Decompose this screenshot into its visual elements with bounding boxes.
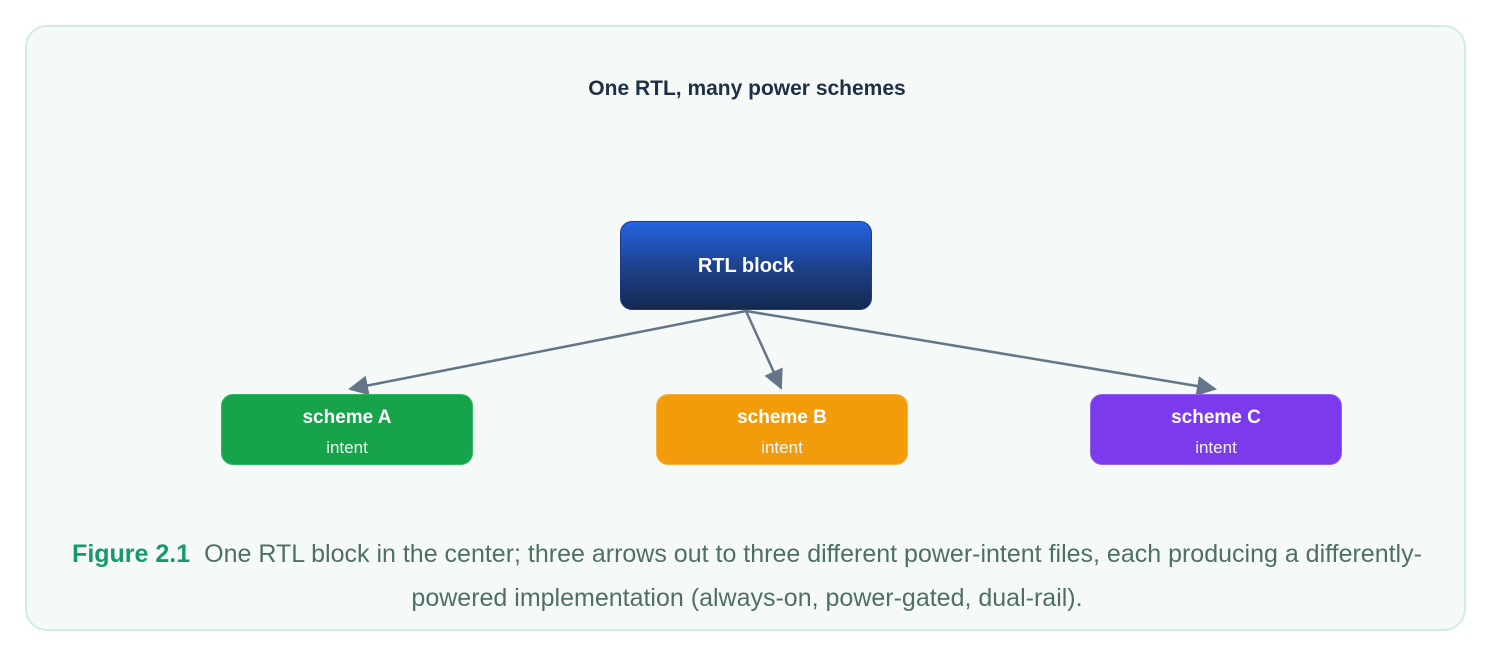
arrow-to-scheme-c xyxy=(745,309,1217,396)
scheme-a-sublabel: intent xyxy=(326,438,368,457)
scheme-a-node: scheme A intent xyxy=(221,394,473,465)
arrow-to-scheme-a xyxy=(348,309,747,396)
figure-caption: Figure 2.1 One RTL block in the center; t… xyxy=(60,532,1434,620)
figure-card xyxy=(25,25,1466,631)
diagram-title: One RTL, many power schemes xyxy=(588,77,906,100)
figure-number: Figure 2.1 xyxy=(72,540,191,568)
arrow-to-scheme-b xyxy=(744,310,783,390)
scheme-b-node: scheme B intent xyxy=(656,394,908,465)
scheme-c-node: scheme C intent xyxy=(1090,394,1342,465)
scheme-a-label: scheme A xyxy=(302,407,392,428)
rtl-block-label: RTL block xyxy=(697,255,795,277)
rtl-block-node: RTL block xyxy=(620,221,872,310)
scheme-c-sublabel: intent xyxy=(1195,438,1237,457)
caption-text: One RTL block in the center; three arrow… xyxy=(204,540,1422,612)
scheme-b-label: scheme B xyxy=(737,407,827,428)
scheme-c-label: scheme C xyxy=(1171,407,1261,428)
scheme-b-sublabel: intent xyxy=(761,438,803,457)
